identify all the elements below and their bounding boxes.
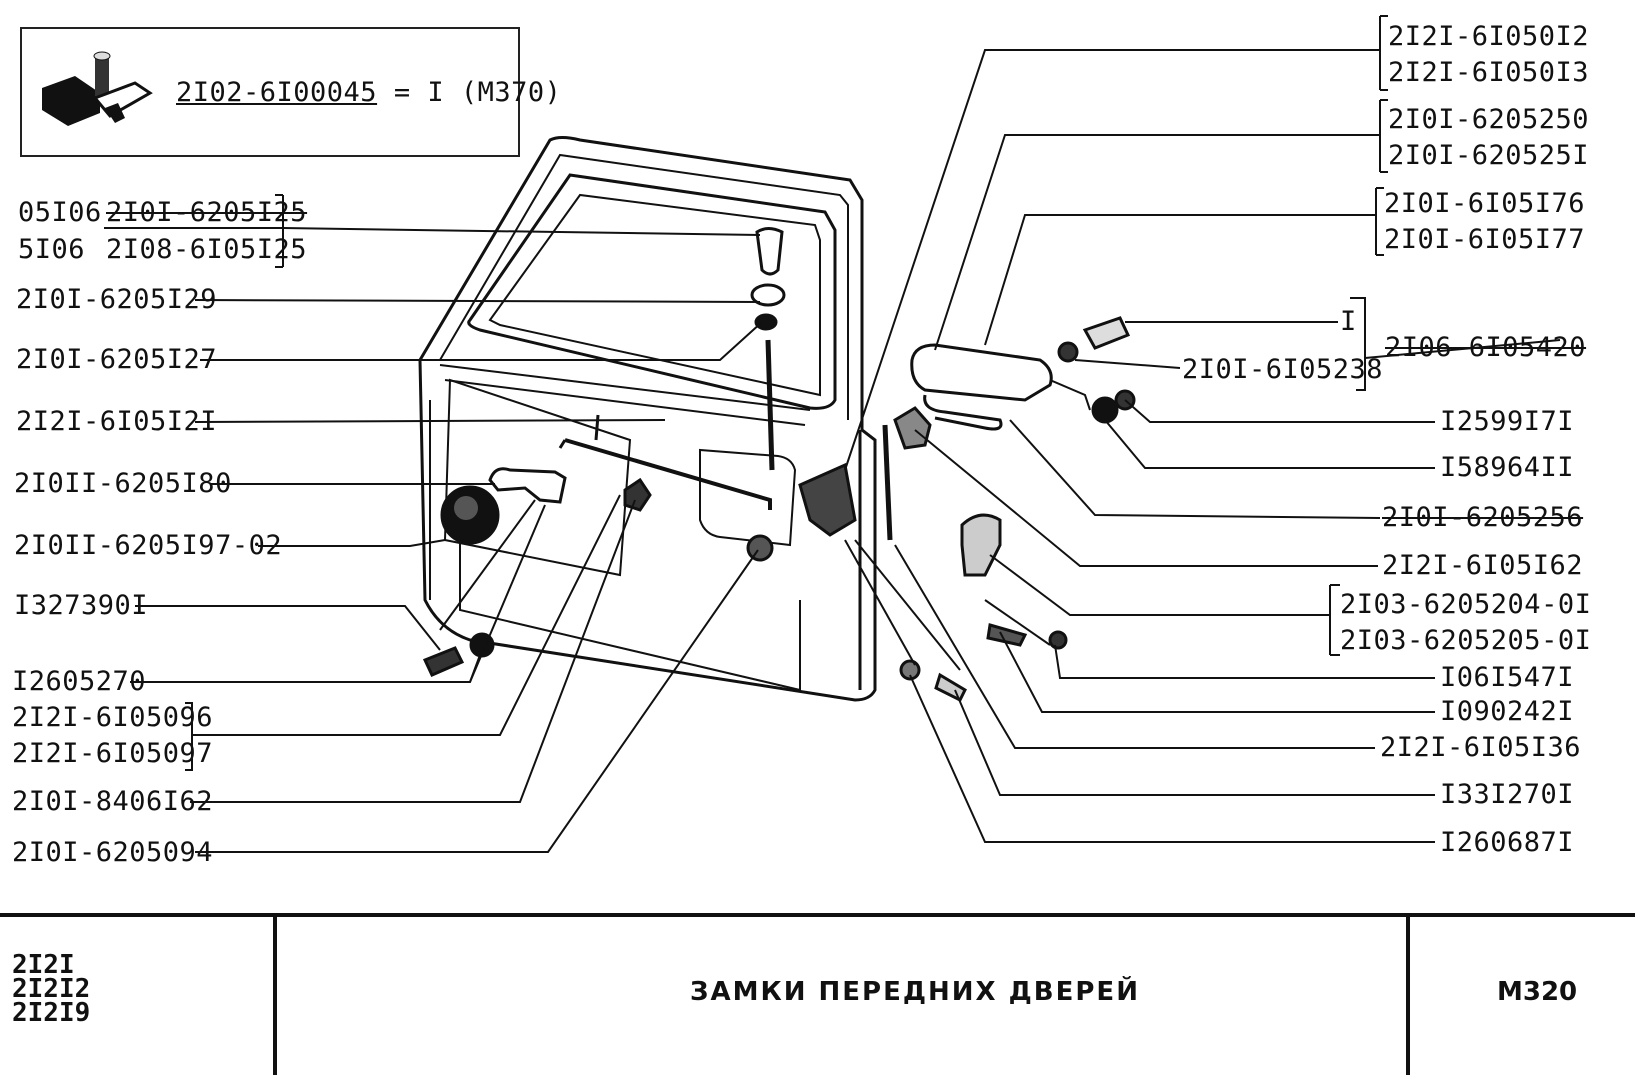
label-a2-prefix: 5I06: [18, 234, 86, 265]
title-block: 2I2I 2I2I2 2I2I9 ЗАМКИ ПЕРЕДНИХ ДВЕРЕЙ М…: [0, 913, 1635, 1075]
label-r10: I2599I7I: [1440, 406, 1575, 437]
tool-kit-icon: [42, 51, 153, 126]
label-r1: 2I2I-6I050I2: [1388, 21, 1590, 52]
legend-box: [20, 27, 520, 157]
label-r12: 2I0I-6205256: [1382, 502, 1584, 533]
label-r18: 2I2I-6I05I36: [1380, 732, 1582, 763]
label-l7: 2I0II-6205I97-02: [14, 530, 283, 561]
label-l9: I2605270: [12, 666, 147, 697]
label-l12: 2I0I-8406I62: [12, 786, 214, 817]
label-l6: 2I0II-6205I80: [14, 468, 232, 499]
title-block-divider-right: [1406, 917, 1410, 1075]
label-r16: I06I547I: [1440, 662, 1575, 693]
label-r19: I33I270I: [1440, 779, 1575, 810]
label-r9: 2I0I-6I05238: [1182, 354, 1384, 385]
model-1: 2I2I: [12, 950, 75, 980]
label-l10: 2I2I-6I05096: [12, 702, 214, 733]
title-block-divider-left: [273, 917, 277, 1075]
label-r6: 2I0I-6I05I77: [1384, 224, 1586, 255]
document-title: ЗАМКИ ПЕРЕДНИХ ДВЕРЕЙ: [690, 977, 1140, 1007]
model-list: 2I2I 2I2I2 2I2I9: [12, 950, 91, 1028]
label-l3: 2I0I-6205I29: [16, 284, 218, 315]
label-r2: 2I2I-6I050I3: [1388, 57, 1590, 88]
label-r15: 2I03-6205205-0I: [1340, 625, 1592, 656]
model-2: 2I2I2: [12, 974, 91, 1004]
label-r17: I090242I: [1440, 696, 1575, 727]
legend-suffix: = I (М370): [377, 77, 562, 108]
model-3: 2I2I9: [12, 998, 91, 1028]
label-l8: I327390I: [14, 590, 149, 621]
label-l13: 2I0I-6205094: [12, 837, 214, 868]
label-a1-prefix: 05I06: [18, 197, 102, 228]
label-a1-code: 2I0I-6205I25: [106, 197, 308, 228]
page-number: М320: [1497, 977, 1578, 1007]
label-r20: I260687I: [1440, 827, 1575, 858]
label-r11: I58964II: [1440, 452, 1575, 483]
label-r4: 2I0I-620525I: [1388, 140, 1590, 171]
label-l5: 2I2I-6I05I2I: [16, 406, 218, 437]
label-r7: I: [1340, 306, 1357, 337]
label-r8: 2I06-6I05420: [1385, 332, 1587, 363]
label-l4: 2I0I-6205I27: [16, 344, 218, 375]
label-r14: 2I03-6205204-0I: [1340, 589, 1592, 620]
label-r5: 2I0I-6I05I76: [1384, 188, 1586, 219]
legend-text: 2I02-6I00045 = I (М370): [176, 78, 561, 108]
label-r3: 2I0I-6205250: [1388, 104, 1590, 135]
label-l11: 2I2I-6I05097: [12, 738, 214, 769]
label-r13: 2I2I-6I05I62: [1382, 550, 1584, 581]
legend-code: 2I02-6I00045: [176, 77, 378, 108]
label-a2-code: 2I08-6I05I25: [106, 234, 308, 265]
